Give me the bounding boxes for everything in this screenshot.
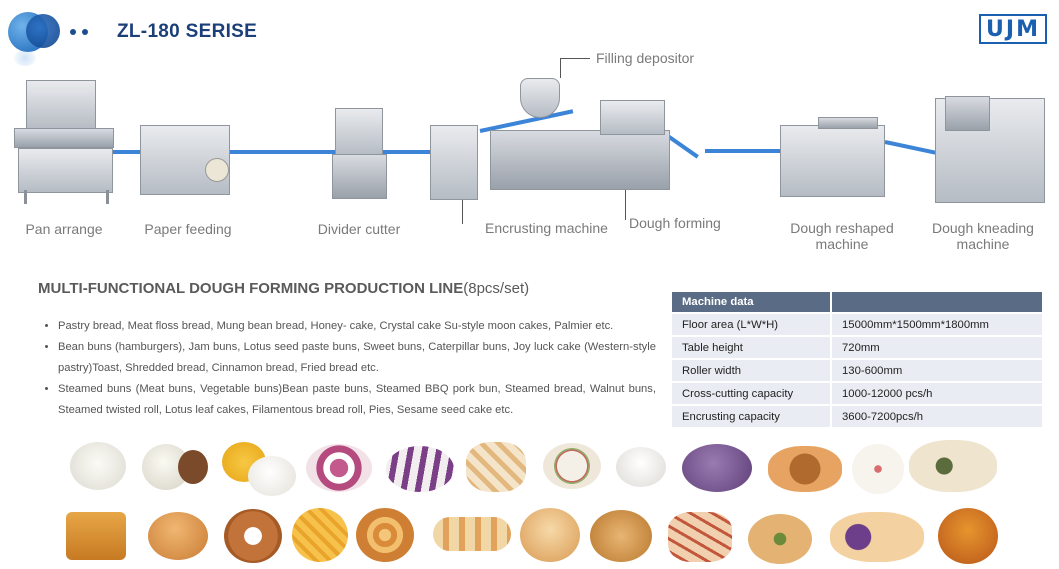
product-photo [356, 508, 414, 562]
conveyor-belt [95, 150, 435, 154]
table-cell-value: 130-600mm [830, 358, 1042, 382]
product-photo [830, 512, 924, 562]
filling-depositor-hopper [520, 78, 560, 118]
dough-reshaped-machine [780, 125, 885, 197]
table-header-row: Machine data [672, 292, 1042, 313]
table-header-blank [830, 292, 1042, 313]
table-cell-value: 1000-12000 pcs/h [830, 381, 1042, 405]
brand-logo: UJM [979, 14, 1047, 44]
table-cell-label: Roller width [672, 358, 831, 382]
table-header: Machine data [672, 292, 831, 313]
product-photo [543, 443, 601, 489]
section-title-text: MULTI-FUNCTIONAL DOUGH FORMING PRODUCTIO… [38, 280, 464, 297]
product-photo [148, 512, 208, 560]
stage-label-paper-feeding: Paper feeding [144, 221, 232, 237]
table-row: Floor area (L*W*H)15000mm*1500mm*1800mm [672, 312, 1042, 336]
pan-arrange-machine-body [14, 128, 114, 148]
divider-cutter-head [335, 108, 383, 156]
stage-label-dough-reshaped: Dough reshaped machine [790, 220, 894, 252]
table-cell-value: 720mm [830, 335, 1042, 359]
divider-cutter-body [332, 154, 387, 199]
product-photo [616, 447, 666, 487]
table-cell-label: Encrusting capacity [672, 404, 831, 427]
stage-label-divider-cutter: Divider cutter [317, 221, 401, 237]
header-dot [70, 29, 76, 35]
dough-kneading-hopper [945, 96, 990, 131]
product-photo [909, 440, 997, 492]
product-photo [938, 508, 998, 564]
dough-forming-machine [490, 130, 670, 190]
stage-label-dough-forming: Dough forming [629, 215, 721, 231]
section-quantity: (8pcs/set) [463, 280, 530, 297]
product-photo [70, 442, 126, 490]
product-photo [248, 456, 296, 496]
machine-leg [24, 190, 27, 204]
table-cell-label: Table height [672, 335, 831, 359]
product-photo [682, 444, 752, 492]
product-photo [292, 508, 348, 562]
product-photo [433, 517, 511, 551]
brand-logo-text: UJM [986, 16, 1040, 42]
callout-line [462, 200, 463, 224]
product-photo [768, 446, 842, 492]
product-photo [590, 510, 652, 562]
logo-glow [14, 50, 36, 66]
product-list-item: Bean buns (hamburgers), Jam buns, Lotus … [58, 337, 656, 379]
product-photo [466, 442, 526, 492]
callout-line [560, 58, 590, 59]
stage-label-pan-arrange: Pan arrange [25, 221, 103, 237]
encrusting-machine [430, 125, 478, 200]
conveyor-belt [705, 149, 783, 153]
stage-label-encrusting-machine: Encrusting machine [485, 220, 608, 236]
stage-label-dough-kneading: Dough kneading machine [932, 220, 1034, 252]
section-title: MULTI-FUNCTIONAL DOUGH FORMING PRODUCTIO… [38, 280, 529, 297]
product-photo [748, 514, 812, 564]
pan-arrange-machine-frame [18, 148, 113, 193]
callout-filling-depositor: Filling depositor [596, 50, 695, 66]
table-cell-value: 3600-7200pcs/h [830, 404, 1042, 427]
product-list-item: Steamed buns (Meat buns, Vegetable buns)… [58, 379, 656, 421]
product-photo [520, 508, 580, 562]
dough-forming-top [600, 100, 665, 135]
paper-roll [205, 158, 229, 182]
callout-line [560, 58, 561, 78]
header-dot [82, 29, 88, 35]
product-list-item: Pastry bread, Meat floss bread, Mung bea… [58, 316, 656, 337]
table-cell-label: Floor area (L*W*H) [672, 312, 831, 336]
product-photo [178, 450, 208, 484]
product-photo [668, 512, 732, 562]
product-list: Pastry bread, Meat floss bread, Mung bea… [38, 316, 656, 421]
product-photo [224, 509, 282, 563]
callout-line [625, 190, 626, 220]
product-photo [852, 444, 904, 494]
machine-leg [106, 190, 109, 204]
table-cell-label: Cross-cutting capacity [672, 381, 831, 405]
pan-arrange-machine-top [26, 80, 96, 130]
table-cell-value: 15000mm*1500mm*1800mm [830, 312, 1042, 336]
product-photo [306, 444, 372, 492]
dough-reshaped-roller [818, 117, 878, 129]
logo-circle-dark [26, 14, 60, 48]
product-photo [66, 512, 126, 560]
product-photo [386, 446, 454, 492]
machine-data-table: Machine data Floor area (L*W*H)15000mm*1… [672, 292, 1042, 427]
series-title: ZL-180 SERISE [117, 21, 258, 42]
